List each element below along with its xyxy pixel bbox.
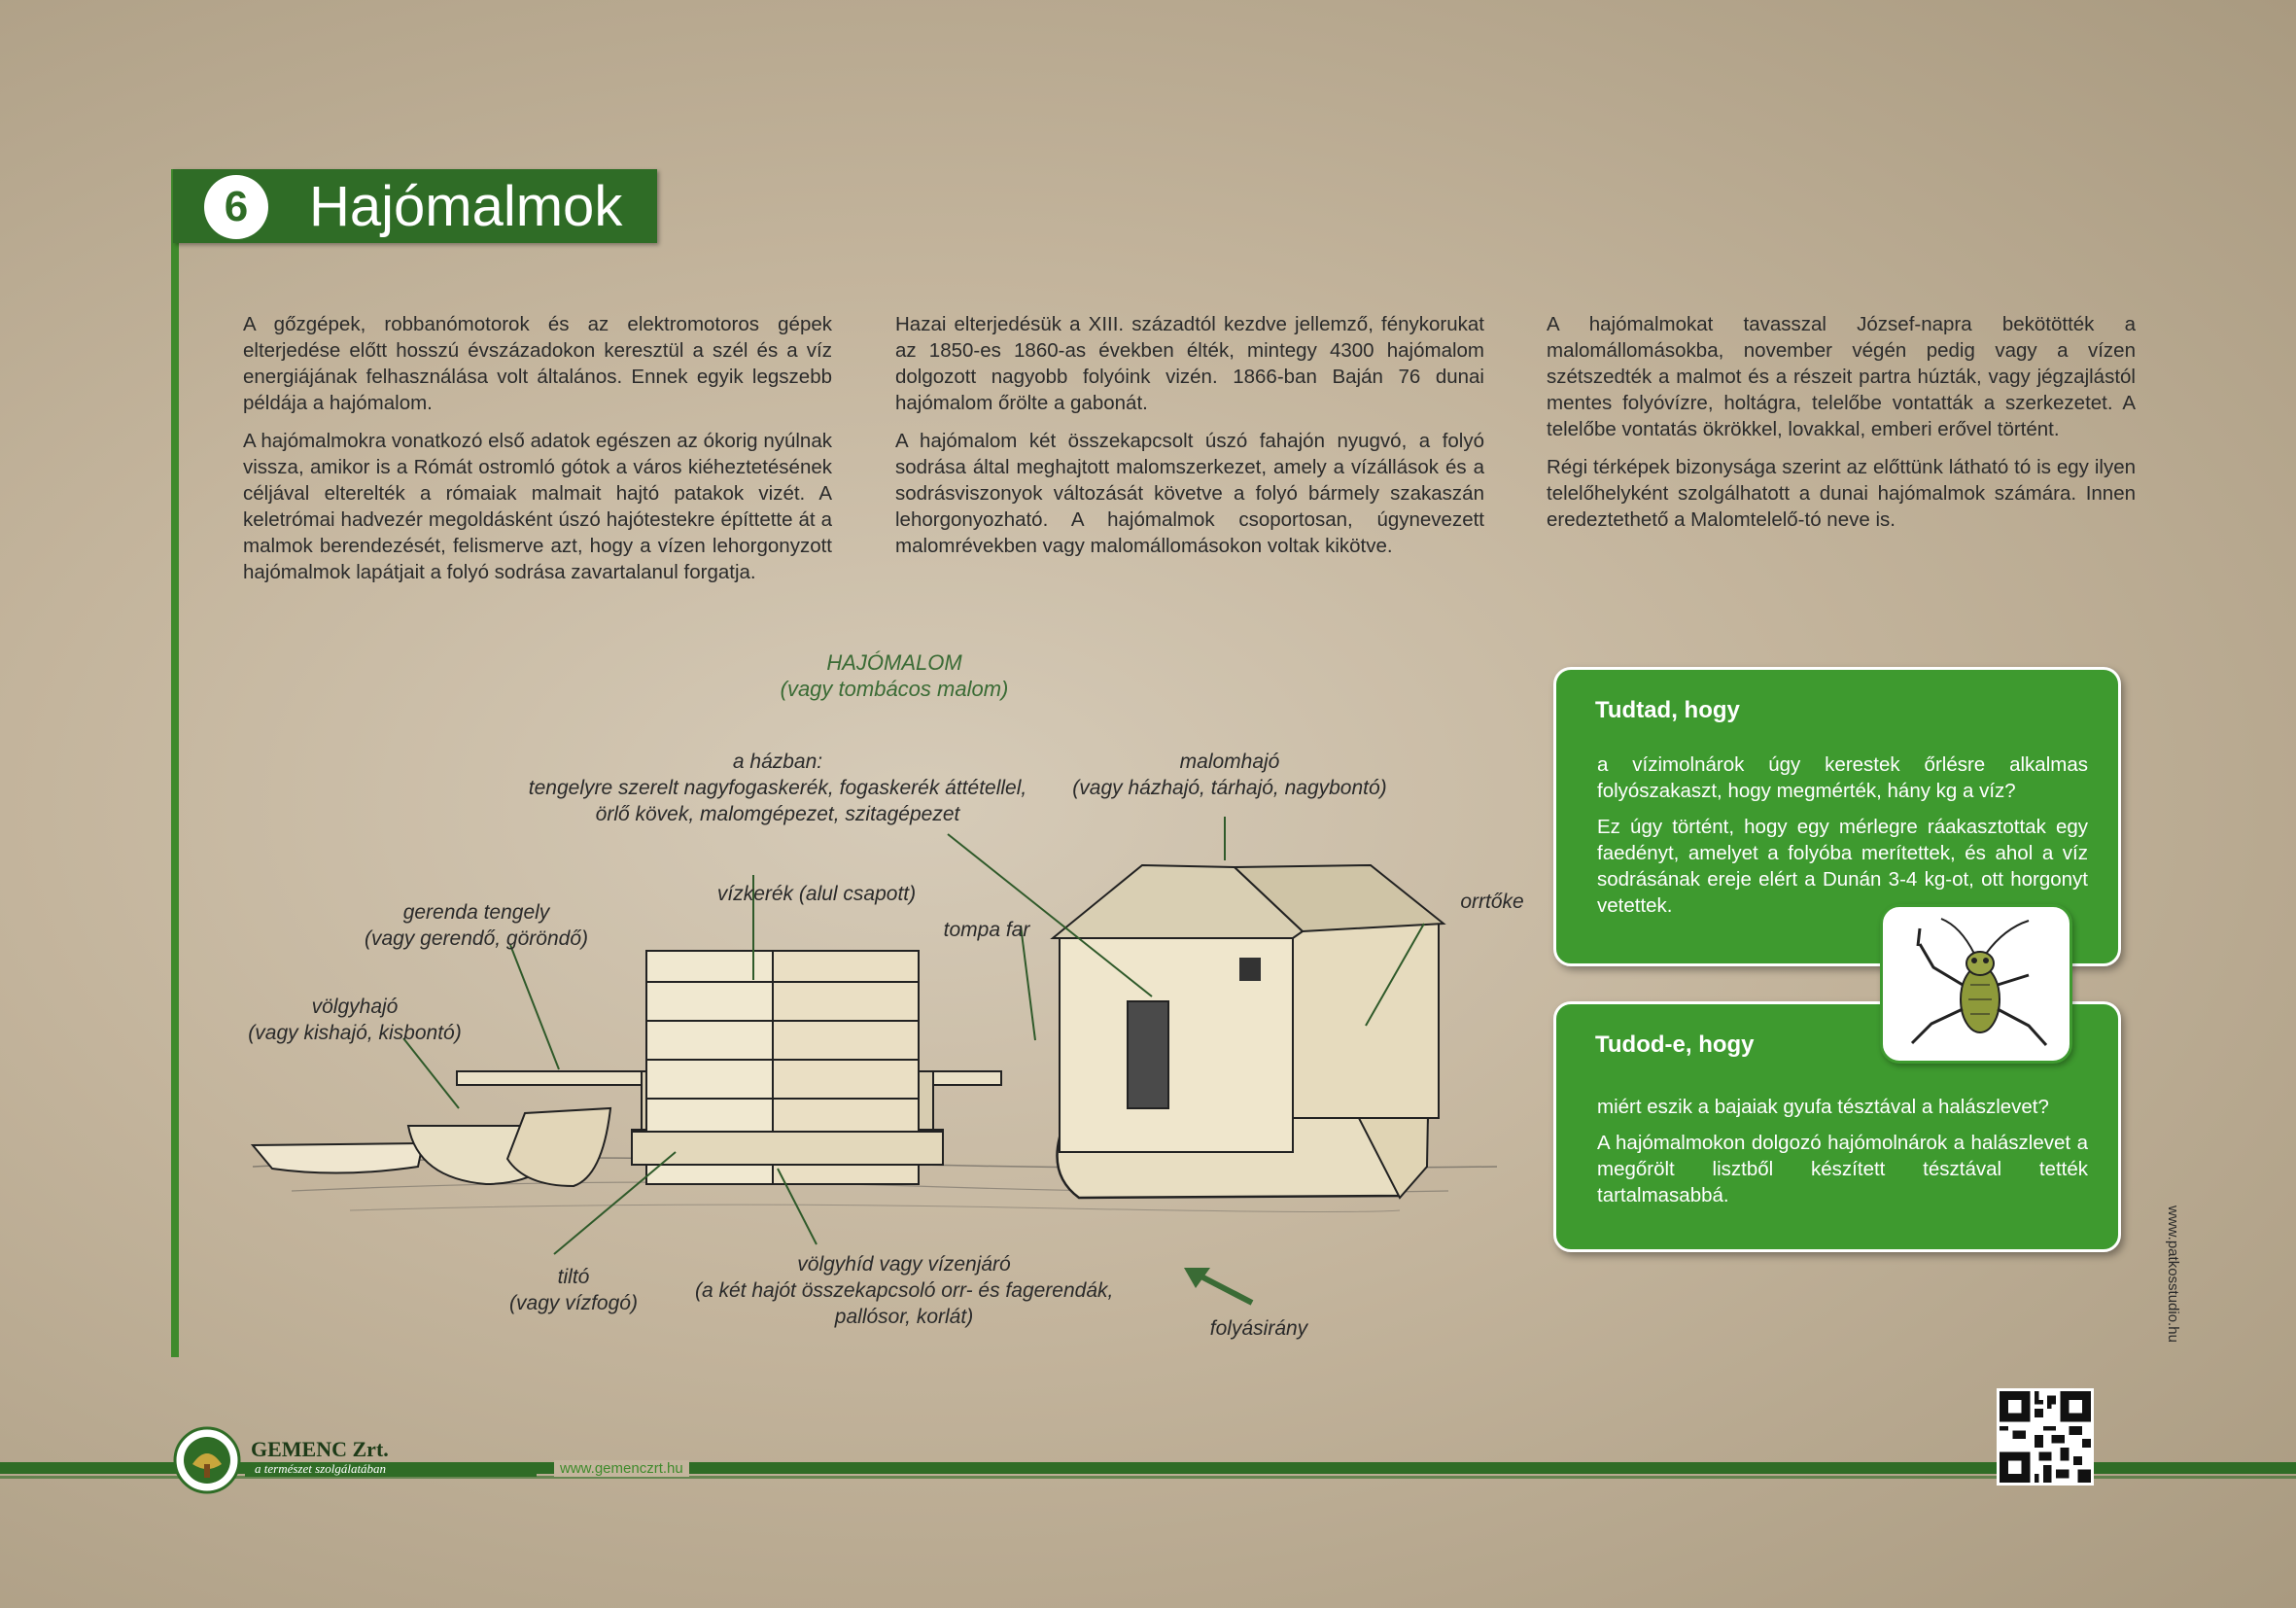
studio-url: www.patkosstudio.hu (2165, 1206, 2181, 1343)
ship-mill-illustration (250, 817, 1498, 1306)
paragraph: miért eszik a bajaiak gyufa tésztával a … (1597, 1096, 2049, 1118)
paragraph: Régi térképek bizonysága szerint az előt… (1547, 456, 2136, 531)
company-slogan: a természet szolgálatában (255, 1461, 387, 1476)
label-water-wheel: vízkerék (alul csapott) (716, 883, 917, 905)
box-body: a vízimolnárok úgy kerestek őrlésre alka… (1597, 752, 2088, 928)
paragraph: A gőzgépek, robbanómotorok és az elektro… (243, 313, 832, 414)
label-bow-post: orrtőke (1460, 891, 1524, 913)
paragraph: a vízimolnárok úgy kerestek őrlésre alka… (1597, 753, 2088, 802)
paragraph: A hajómalmokra vonatkozó első adatok egé… (243, 430, 832, 583)
footer-band-thin (0, 1476, 2296, 1479)
left-accent-bar (171, 169, 179, 1357)
mascot-frame (1880, 904, 2072, 1064)
page-title: Hajómalmok (309, 175, 623, 238)
paragraph: Ez úgy történt, hogy egy mérlegre ráakas… (1597, 816, 2088, 917)
label-mill-boat: malomhajó(vagy házhajó, tárhajó, nagybon… (1072, 751, 1387, 799)
paragraph: A hajómalom két összekapcsolt úszó fahaj… (895, 430, 1484, 557)
paragraph: A hajómalmokat tavasszal József-napra be… (1547, 313, 2136, 440)
label-house-contents: a házban:tengelyre szerelt nagyfogaskeré… (528, 751, 1027, 825)
company-name: GEMENC Zrt. (251, 1437, 389, 1461)
text-column-1: A gőzgépek, robbanómotorok és az elektro… (243, 311, 832, 597)
section-number: 6 (204, 175, 268, 239)
box-body: miért eszik a bajaiak gyufa tésztával a … (1597, 1094, 2088, 1218)
label-valley-boat: völgyhajó(vagy kishajó, kisbontó) (248, 996, 462, 1044)
text-column-2: Hazai elterjedésük a XIII. századtól kez… (895, 311, 1484, 571)
text-column-3: A hajómalmokat tavasszal József-napra be… (1547, 311, 2136, 544)
label-blunt-stern: tompa far (943, 919, 1030, 941)
box-title: Tudod-e, hogy (1595, 1031, 1755, 1058)
did-you-know-box: Tudtad, hogy a vízimolnárok úgy kerestek… (1553, 667, 2121, 966)
company-url: www.gemenczrt.hu (554, 1460, 689, 1477)
slogan-band (245, 1463, 537, 1477)
paragraph: A hajómalmokon dolgozó hajómolnárok a ha… (1597, 1132, 2088, 1206)
flow-arrow-icon (1184, 1268, 1254, 1306)
box-title: Tudtad, hogy (1595, 697, 1740, 723)
diagram-title: HAJÓMALOM(vagy tombácos malom) (780, 650, 1009, 701)
label-gate: tiltó(vagy vízfogó) (509, 1266, 638, 1314)
cricket-mascot-icon (1910, 918, 2048, 1047)
label-beam-axle: gerenda tengely(vagy gerendő, göröndő) (365, 901, 588, 950)
paragraph: Hazai elterjedésük a XIII. századtól kez… (895, 313, 1484, 414)
label-valley-bridge: völgyhíd vagy vízenjáró(a két hajót össz… (695, 1253, 1114, 1328)
company-logo-icon (173, 1426, 241, 1494)
label-flow-direction: folyásirány (1209, 1317, 1308, 1340)
qr-code-icon[interactable] (1997, 1388, 2094, 1486)
